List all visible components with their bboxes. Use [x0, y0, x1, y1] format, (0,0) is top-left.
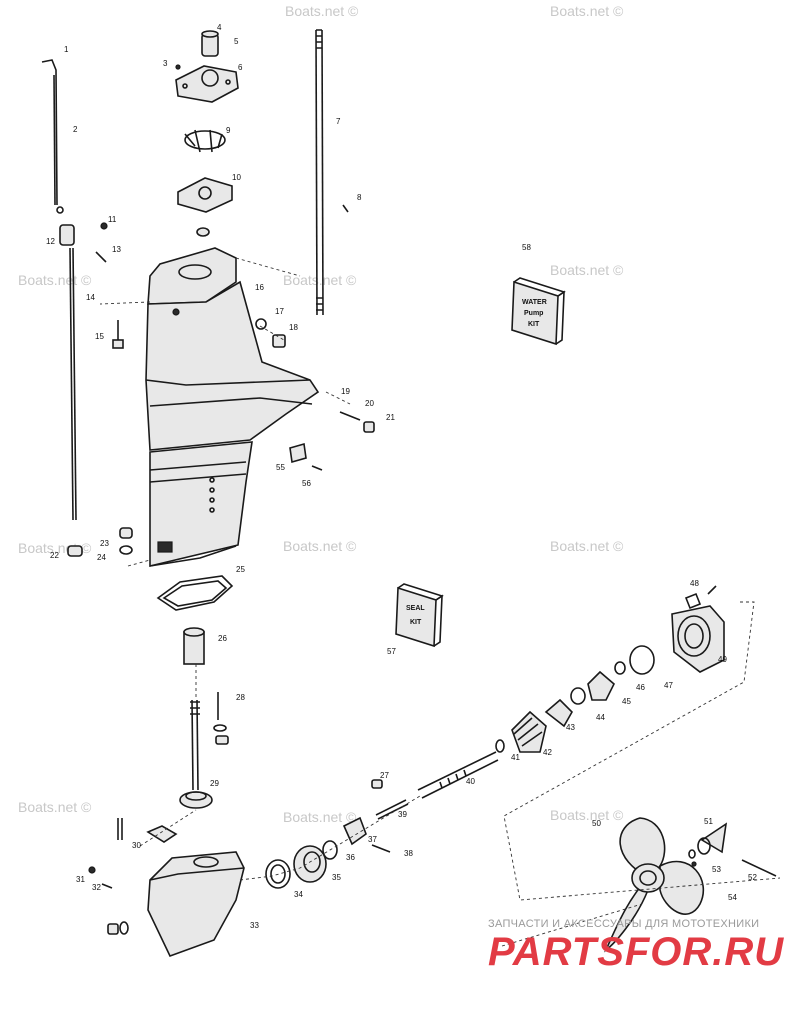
callout-number: 24 [97, 553, 106, 562]
nuts-and-gasket [67, 527, 234, 611]
brand-watermark: ЗАПЧАСТИ И АКСЕССУАРЫ ДЛЯ МОТОТЕХНИКИ PA… [488, 918, 794, 998]
brand-tagline: ЗАПЧАСТИ И АКСЕССУАРЫ ДЛЯ МОТОТЕХНИКИ [488, 918, 760, 930]
callout-number: 13 [112, 245, 121, 254]
water-pump-kit-label-line1: WATER [522, 299, 547, 306]
callout-number: 16 [255, 283, 264, 292]
propeller [604, 817, 777, 953]
seal-kit-box: SEAL KIT [395, 583, 444, 648]
callout-number: 32 [92, 883, 101, 892]
hardware-small [112, 318, 375, 471]
callout-number: 57 [387, 647, 396, 656]
callout-number: 33 [250, 921, 259, 930]
watermark: Boats.net © [550, 538, 624, 554]
callout-number: 10 [232, 173, 241, 182]
watermark: Boats.net © [285, 3, 359, 19]
callout-number: 30 [132, 841, 141, 850]
watermarks: Boats.net © Boats.net © Boats.net © Boat… [18, 3, 624, 825]
callout-number: 53 [712, 865, 721, 874]
callout-number: 15 [95, 332, 104, 341]
callout-number: 46 [636, 683, 645, 692]
callout-number: 50 [592, 819, 601, 828]
callout-number: 29 [210, 779, 219, 788]
watermark: Boats.net © [283, 809, 357, 825]
callout-number: 23 [100, 539, 109, 548]
seal-kit-label-line2: KIT [410, 619, 422, 626]
callout-number: 3 [163, 59, 168, 68]
shift-rod-assembly [41, 59, 108, 521]
callout-number: 21 [386, 413, 395, 422]
gearcase-housing [145, 247, 320, 568]
callout-number: 44 [596, 713, 605, 722]
callout-number: 43 [566, 723, 575, 732]
leader-lines [99, 257, 781, 947]
callout-number: 37 [368, 835, 377, 844]
callout-number: 12 [46, 237, 55, 246]
callout-number: 56 [302, 479, 311, 488]
callout-number: 51 [704, 817, 713, 826]
callout-number: 19 [341, 387, 350, 396]
propshaft-assembly [417, 585, 725, 799]
water-pump-kit-label-line3: KIT [528, 321, 540, 328]
callout-number: 48 [690, 579, 699, 588]
callout-number: 34 [294, 890, 303, 899]
callout-number: 41 [511, 753, 520, 762]
callout-number: 49 [718, 655, 727, 664]
callout-number: 47 [664, 681, 673, 690]
callout-number: 42 [543, 748, 552, 757]
watermark: Boats.net © [550, 807, 624, 823]
lower-driveshaft [179, 627, 229, 809]
callout-number: 58 [522, 243, 531, 252]
seal-kit-label-line1: SEAL [406, 605, 425, 612]
watermark: Boats.net © [18, 799, 92, 815]
watermark: Boats.net © [18, 272, 92, 288]
callout-number: 11 [108, 215, 117, 224]
watermark: Boats.net © [283, 538, 357, 554]
callout-number: 27 [380, 771, 389, 780]
callout-number: 17 [275, 307, 284, 316]
callout-number: 5 [234, 37, 239, 46]
callout-number: 40 [466, 777, 475, 786]
callout-number: 8 [357, 193, 362, 202]
callout-number: 45 [622, 697, 631, 706]
callout-number: 1 [64, 45, 69, 54]
callout-number: 31 [76, 875, 85, 884]
callout-number: 14 [86, 293, 95, 302]
callout-number: 52 [748, 873, 757, 882]
callout-number: 54 [728, 893, 737, 902]
callout-number: 9 [226, 126, 231, 135]
callout-number: 55 [276, 463, 285, 472]
water-pump-stack [175, 30, 239, 237]
lower-gearcase [88, 818, 245, 957]
callout-number: 2 [73, 125, 78, 134]
callout-number: 39 [398, 810, 407, 819]
watermark: Boats.net © [283, 272, 357, 288]
callout-number: 35 [332, 873, 341, 882]
forward-gear-set [265, 779, 409, 889]
watermark: Boats.net © [550, 3, 624, 19]
callout-number: 4 [217, 23, 222, 32]
callout-number: 38 [404, 849, 413, 858]
callout-number: 18 [289, 323, 298, 332]
water-pump-kit-label-line2: Pump [524, 310, 543, 317]
callout-number: 6 [238, 63, 243, 72]
callout-number: 26 [218, 634, 227, 643]
impeller [184, 129, 226, 153]
callout-number: 20 [365, 399, 374, 408]
water-pump-kit-box: WATER Pump KIT [511, 277, 566, 346]
callout-number: 28 [236, 693, 245, 702]
driveshaft-upper [315, 29, 349, 316]
callout-number: 7 [336, 117, 341, 126]
watermark: Boats.net © [550, 262, 624, 278]
callout-numbers: 1 2 3 4 5 6 7 8 9 10 11 12 13 14 15 16 1… [46, 23, 757, 930]
callout-number: 36 [346, 853, 355, 862]
callout-number: 22 [50, 551, 59, 560]
brand-logo: PARTSFOR.RU [488, 930, 785, 974]
callout-number: 25 [236, 565, 245, 574]
